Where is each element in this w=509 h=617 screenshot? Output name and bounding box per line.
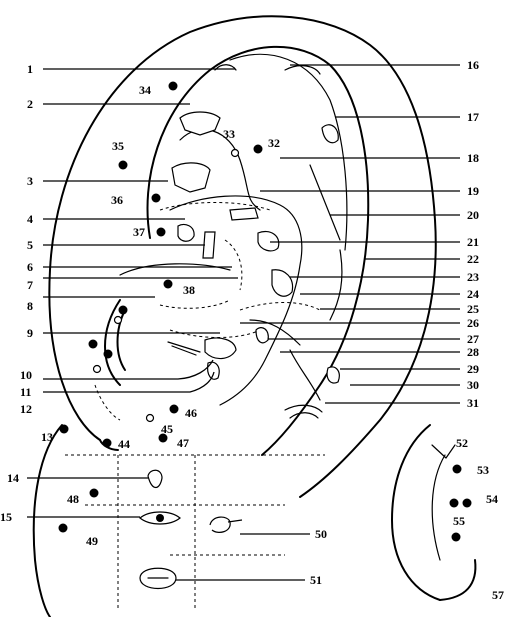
label-29: 29	[467, 362, 479, 376]
acupoint-markers	[58, 81, 472, 542]
label-21: 21	[467, 235, 479, 249]
label-51: 51	[310, 573, 322, 587]
label-9: 9	[27, 326, 33, 340]
label-37: 37	[133, 225, 145, 239]
label-49: 49	[86, 534, 98, 548]
label-27: 27	[467, 332, 479, 346]
posterior-ear-sketch	[391, 424, 477, 601]
label-31: 31	[467, 396, 479, 410]
label-44: 44	[118, 437, 130, 451]
label-33: 33	[223, 127, 235, 141]
hand-sketch	[284, 404, 323, 419]
ankle-sketch	[229, 207, 259, 221]
lung-sketch	[207, 361, 220, 380]
inner-ear-sketch	[209, 516, 243, 533]
shoulder-sketch	[284, 65, 321, 75]
knee-sketch	[177, 223, 195, 242]
elbow-sketch	[321, 124, 339, 144]
label-18: 18	[467, 151, 479, 165]
label-20: 20	[467, 208, 479, 222]
label-30: 30	[467, 378, 479, 392]
label-22: 22	[467, 252, 479, 266]
label-7: 7	[27, 278, 33, 292]
stomach-sketch	[257, 230, 280, 252]
label-11: 11	[20, 385, 31, 399]
label-55: 55	[453, 514, 465, 528]
label-10: 10	[20, 368, 32, 382]
liver-sketch	[271, 269, 294, 297]
label-3: 3	[27, 174, 33, 188]
callout-labels: 1 2 3 4 5 6 7 8 9 10 11 12 13 14 15 16 1…	[0, 58, 504, 602]
label-23: 23	[467, 270, 479, 284]
label-57: 57	[492, 588, 504, 602]
label-48: 48	[67, 492, 79, 506]
mouth-organ-sketch	[204, 337, 237, 360]
label-47: 47	[177, 436, 189, 450]
hip-bone-sketch	[171, 162, 211, 193]
label-26: 26	[467, 316, 479, 330]
label-13: 13	[41, 430, 53, 444]
label-52: 52	[456, 436, 468, 450]
leader-lines	[27, 64, 460, 581]
label-15: 15	[0, 510, 12, 524]
esophagus-sketch	[167, 341, 201, 353]
label-24: 24	[467, 287, 479, 301]
label-36: 36	[111, 193, 123, 207]
heart-sketch	[255, 327, 269, 344]
label-38: 38	[183, 283, 195, 297]
label-5: 5	[27, 238, 33, 252]
label-45: 45	[161, 422, 173, 436]
label-16: 16	[467, 58, 479, 72]
label-14: 14	[7, 471, 19, 485]
ear-outline	[32, 15, 437, 617]
label-8: 8	[27, 299, 33, 313]
label-19: 19	[467, 184, 479, 198]
label-50: 50	[315, 527, 327, 541]
tooth-sketch	[147, 469, 163, 489]
label-2: 2	[27, 97, 33, 111]
pelvis-sketch	[179, 111, 221, 136]
spine-sketch	[202, 231, 216, 259]
label-4: 4	[27, 212, 33, 226]
label-35: 35	[112, 139, 124, 153]
kidney-sketch	[326, 366, 340, 384]
label-53: 53	[477, 463, 489, 477]
label-46: 46	[185, 406, 197, 420]
label-6: 6	[27, 260, 33, 274]
label-25: 25	[467, 302, 479, 316]
label-1: 1	[27, 62, 33, 76]
label-34: 34	[139, 83, 151, 97]
organ-sketches	[139, 64, 340, 590]
label-12: 12	[20, 402, 32, 416]
label-28: 28	[467, 345, 479, 359]
label-54: 54	[486, 492, 498, 506]
label-17: 17	[467, 110, 479, 124]
label-32: 32	[268, 136, 280, 150]
